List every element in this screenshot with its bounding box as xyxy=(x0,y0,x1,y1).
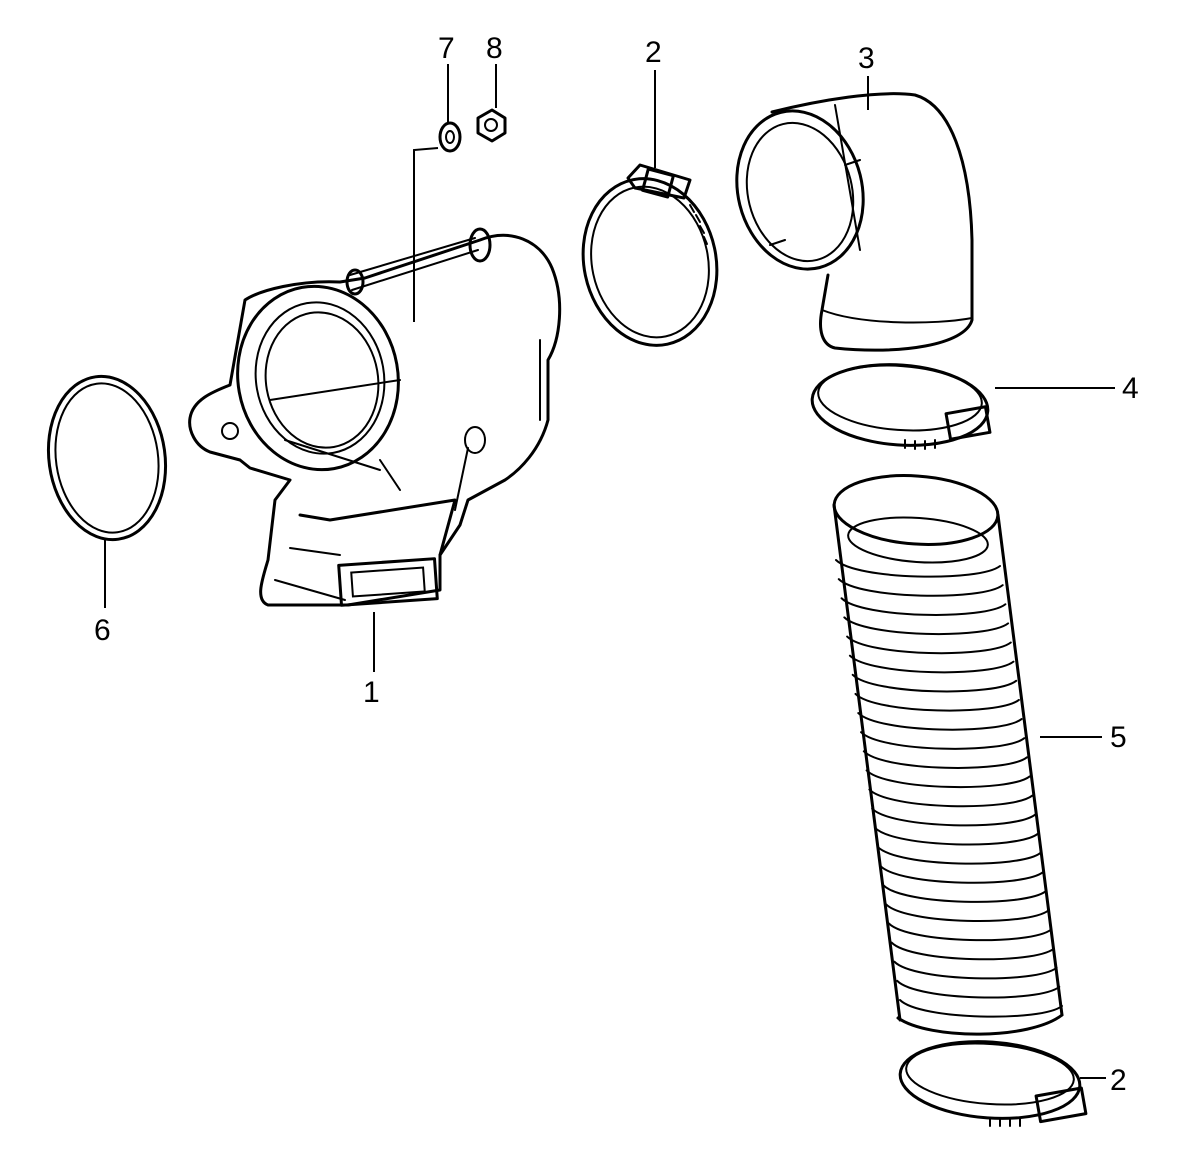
callout-part-2-bottom: 2 xyxy=(1110,1064,1127,1097)
callout-part-4: 4 xyxy=(1122,372,1139,405)
hose-rib xyxy=(890,941,1055,961)
hose-rib xyxy=(899,999,1063,1018)
hose-rib xyxy=(896,979,1061,999)
hose-clamp-part-2-bottom[interactable] xyxy=(898,1036,1088,1127)
hose-rib xyxy=(848,654,1015,674)
leader-lines xyxy=(104,64,1115,1079)
hose-rib xyxy=(879,865,1045,884)
hose-rib xyxy=(865,769,1031,789)
hose-rib xyxy=(887,922,1053,942)
callout-part-8: 8 xyxy=(486,32,503,65)
hose-rib xyxy=(873,826,1039,846)
callout-part-1: 1 xyxy=(363,676,380,709)
hose-rib xyxy=(835,559,1001,578)
hose-rib xyxy=(857,712,1023,731)
hose-rib xyxy=(868,788,1034,808)
callout-part-6: 6 xyxy=(94,614,111,647)
hose-rib xyxy=(876,845,1042,865)
air-guide-housing-part-1[interactable] xyxy=(188,227,562,607)
hose-clamp-part-4[interactable] xyxy=(809,359,992,451)
sealing-ring-part-6[interactable] xyxy=(38,369,176,548)
leader-part-1-washer xyxy=(413,147,439,322)
callout-part-5: 5 xyxy=(1110,721,1127,754)
callout-labels: 1 2 3 4 5 6 7 8 2 xyxy=(94,32,1139,1097)
hose-rib xyxy=(882,884,1047,903)
hose-rib xyxy=(851,673,1018,693)
hose-rib xyxy=(860,731,1026,750)
hose-rib xyxy=(885,903,1050,923)
nut-part-8[interactable] xyxy=(476,108,507,143)
hose-rib xyxy=(862,750,1028,769)
hose-rib xyxy=(893,960,1058,980)
callout-part-3: 3 xyxy=(858,42,875,75)
hose-rib xyxy=(846,635,1012,655)
hose-rib xyxy=(843,616,1010,636)
callout-part-2-top: 2 xyxy=(645,36,662,69)
hose-clamp-part-2-top[interactable] xyxy=(568,163,732,358)
hose-rib xyxy=(871,807,1037,827)
washer-part-7[interactable] xyxy=(438,121,462,153)
elbow-part-3[interactable] xyxy=(720,92,974,352)
hose-rib xyxy=(854,692,1020,712)
hose-rib xyxy=(840,597,1007,616)
corrugated-hose-part-5[interactable] xyxy=(832,470,1064,1036)
hose-rib xyxy=(837,578,1004,597)
callout-part-7: 7 xyxy=(438,32,455,65)
